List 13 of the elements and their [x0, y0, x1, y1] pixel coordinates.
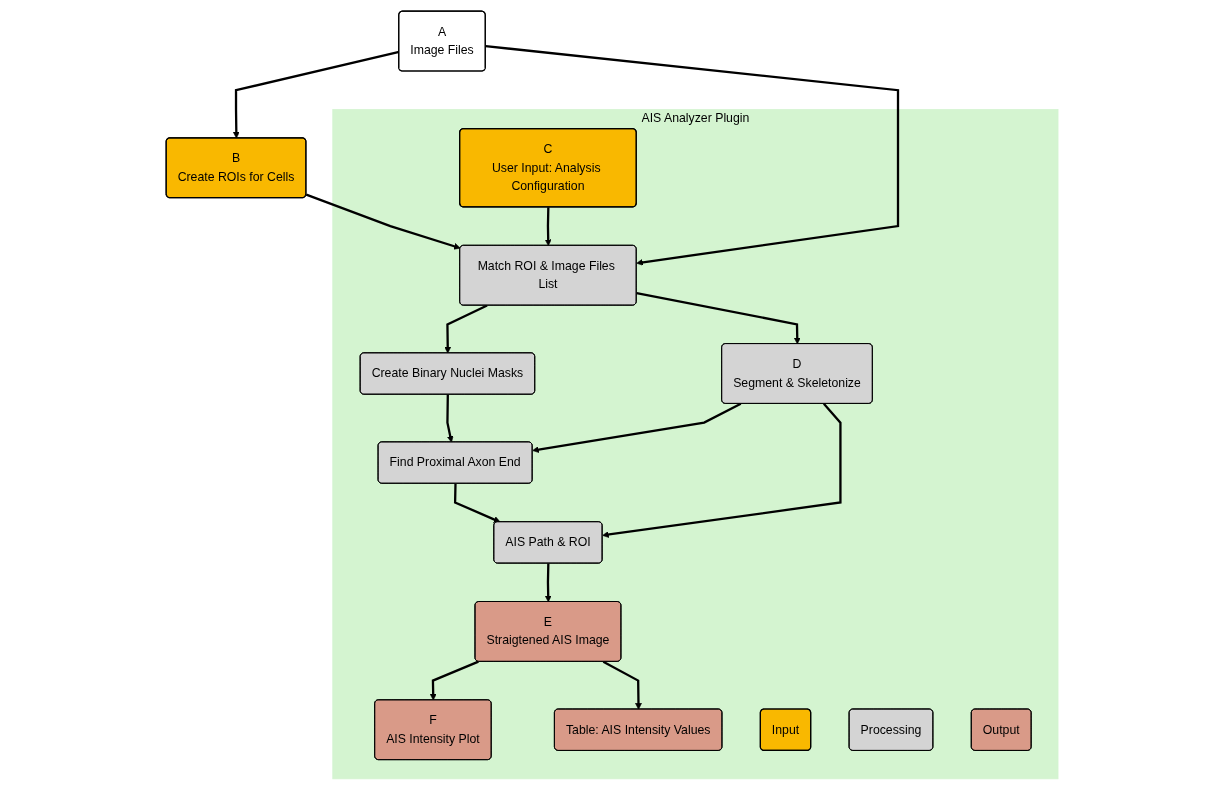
arrow — [446, 394, 454, 443]
arrow — [545, 207, 552, 246]
arrow — [602, 403, 842, 538]
arrow — [603, 660, 643, 710]
arrow — [636, 291, 802, 345]
arrow — [485, 45, 900, 266]
arrow — [454, 483, 501, 523]
arrow — [233, 50, 400, 139]
arrow — [545, 563, 552, 603]
arrow — [532, 402, 742, 453]
arrow — [306, 193, 461, 250]
arrow — [430, 660, 480, 701]
arrow — [444, 304, 488, 354]
